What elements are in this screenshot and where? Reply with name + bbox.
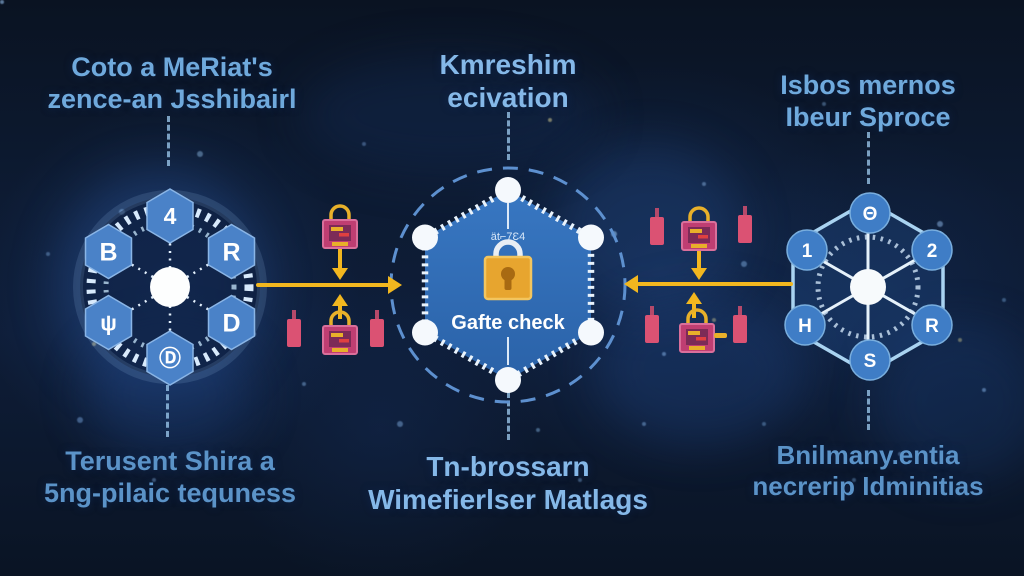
- right-bottom-label-line1: Bnilmany.entia: [776, 440, 960, 470]
- left-top-connector: [167, 116, 170, 166]
- left-top-label-line2: zence-an Jsshibairl: [47, 83, 297, 114]
- circle-node-lower-right: R: [911, 304, 953, 346]
- hex-node-label: B: [99, 239, 117, 267]
- hex-node-lower-left: ψ: [84, 294, 133, 351]
- hex-node-label: 4: [164, 203, 177, 229]
- right-top-label-line2: Ibeur Sproce: [785, 101, 951, 132]
- padlock-icon: [681, 206, 717, 251]
- arrow-shaft: [256, 283, 390, 287]
- pink-bar-icon: [370, 310, 384, 347]
- hex-node-upper-right: R: [207, 223, 256, 280]
- circle-node-label: Θ: [863, 204, 878, 225]
- center-bottom-label-line1: Tn-brossarn: [426, 451, 590, 482]
- padlock-icon: [679, 308, 727, 353]
- circle-node-label: H: [798, 316, 812, 337]
- right-wireframe-graphic: Θ 1 2 H R S: [784, 192, 953, 381]
- circle-node-bottom: S: [849, 339, 891, 381]
- center-top-connector: [507, 112, 510, 160]
- hex-node-label: ψ: [100, 311, 117, 336]
- hex-node-label: D: [222, 310, 240, 338]
- arrow-head: [691, 268, 707, 280]
- right-bottom-label-line2: necrerip Idminitias: [752, 470, 984, 501]
- center-top-label-line1: Kmreshim: [439, 49, 577, 80]
- padlock-icon: [322, 310, 358, 355]
- center-top-label-line2: ecivation: [447, 82, 569, 114]
- right-bottom-label: Bnilmany.entia necrerip Idminitias: [718, 440, 1018, 501]
- circle-node-label: S: [864, 351, 877, 372]
- hex-vertex-dots: [412, 177, 604, 393]
- arrow-head: [686, 292, 702, 304]
- arrow-shaft: [338, 248, 342, 270]
- left-bottom-label-line2: 5ng-pilaic tequness: [43, 477, 297, 508]
- arrow-head: [332, 294, 348, 306]
- gate-check-label: Gafte check: [451, 312, 565, 334]
- left-bottom-label-line1: Terusent Shira a: [65, 446, 275, 476]
- center-bottom-label-line2: Wimefierlser Matlags: [368, 484, 648, 516]
- padlock-icon: [322, 204, 358, 249]
- circle-node-upper-left: 1: [786, 229, 828, 271]
- circle-node-label: 1: [802, 241, 813, 262]
- circle-node-top: Θ: [849, 192, 891, 234]
- arrow-head: [332, 268, 348, 280]
- center-bottom-connector: [507, 392, 510, 440]
- left-bottom-label: Terusent Shira a 5ng-pilaic tequness: [15, 446, 325, 510]
- gate-check-hexagon: ät⌐7Ɛ4 Gafte check: [389, 166, 627, 404]
- key-icon: [714, 333, 727, 338]
- hex-node-label: R: [222, 239, 240, 267]
- arrow-head: [388, 276, 402, 294]
- pink-bar-icon: [650, 208, 664, 245]
- arrow-shaft: [637, 282, 793, 286]
- left-wheel-graphic: 4 B R ψ D Ⓓ: [73, 188, 267, 386]
- star-field: [0, 0, 4, 4]
- circle-node-upper-right: 2: [911, 229, 953, 271]
- right-top-label: Isbos mernos Ibeur Sproce: [718, 70, 1018, 134]
- hex-node-upper-left: B: [84, 223, 133, 280]
- hex-node-top: 4: [146, 188, 194, 244]
- hex-node-lower-right: D: [207, 294, 256, 351]
- center-bottom-label: Tn-brossarn Wimefierlser Matlags: [348, 450, 668, 516]
- circle-node-label: 2: [927, 241, 938, 262]
- circle-node-label: R: [925, 316, 939, 337]
- gold-padlock-icon: [483, 239, 533, 301]
- arrow-shaft: [697, 250, 701, 270]
- pink-bar-icon: [733, 306, 747, 343]
- left-bottom-connector: [166, 385, 169, 437]
- left-top-label: Coto a MeRiat's zence-an Jsshibairl: [22, 52, 322, 116]
- hex-node-bottom: Ⓓ: [146, 330, 194, 386]
- left-top-label-line1: Coto a MeRiat's: [71, 52, 273, 82]
- circle-node-lower-left: H: [784, 304, 826, 346]
- pink-bar-icon: [287, 310, 301, 347]
- arrow-head: [624, 275, 638, 293]
- hex-small-caption: ät⌐7Ɛ4: [491, 231, 525, 243]
- right-top-label-line1: Isbos mernos: [780, 70, 956, 100]
- pink-bar-icon: [738, 206, 752, 243]
- right-top-connector: [867, 132, 870, 184]
- pink-bar-icon: [645, 306, 659, 343]
- center-top-label: Kmreshim ecivation: [358, 48, 658, 114]
- right-bottom-connector: [867, 390, 870, 430]
- hex-node-label: Ⓓ: [159, 346, 181, 371]
